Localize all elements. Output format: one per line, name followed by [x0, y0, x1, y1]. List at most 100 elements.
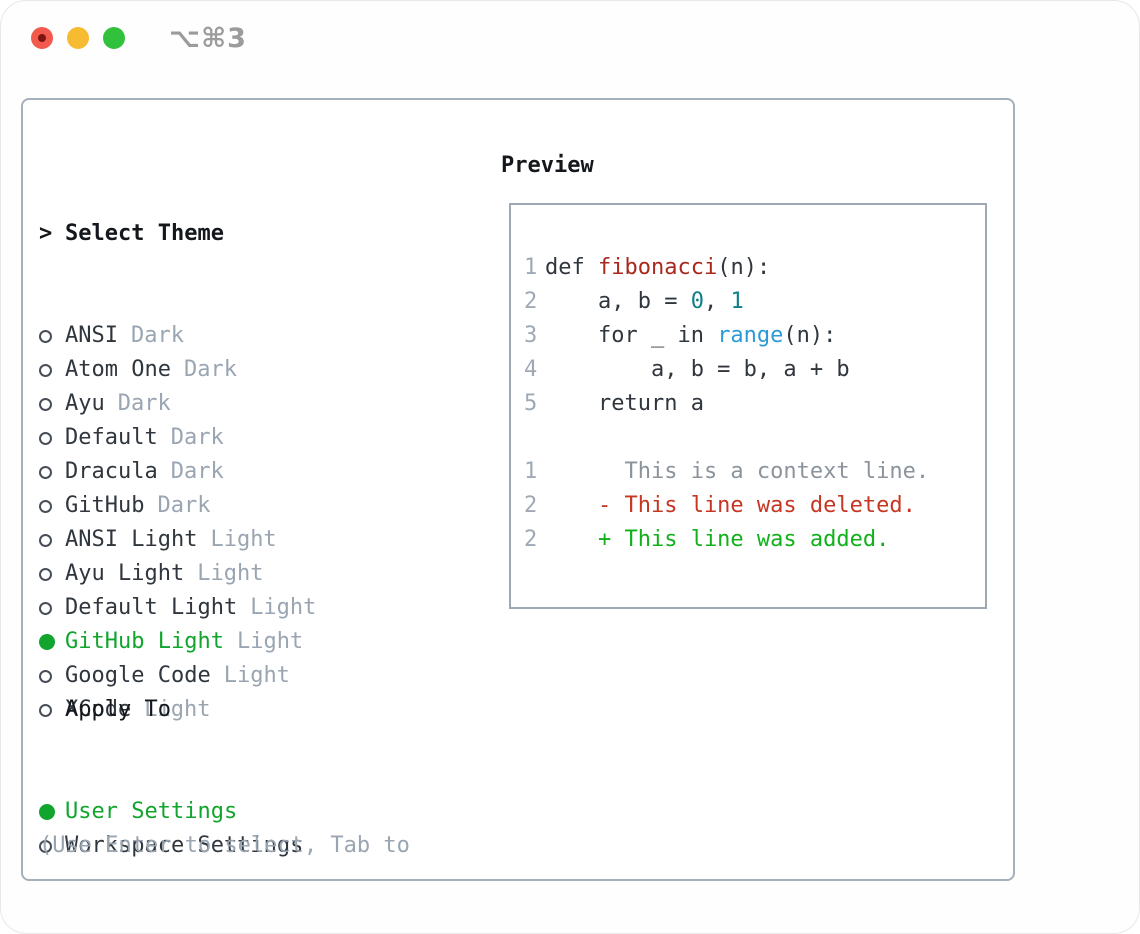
- theme-list-header-row: > Select Theme: [39, 217, 316, 251]
- theme-option-label: Atom One: [65, 357, 171, 382]
- theme-option[interactable]: Dracula Dark: [39, 455, 316, 489]
- theme-variant-badge: Dark: [183, 357, 237, 382]
- radio-selected-icon: [39, 804, 55, 820]
- traffic-lights: [31, 27, 125, 49]
- theme-option[interactable]: Default Dark: [39, 421, 316, 455]
- theme-variant-badge: Light: [250, 595, 317, 620]
- theme-variant-badge: Dark: [170, 459, 224, 484]
- code-token: 1: [730, 289, 744, 314]
- theme-option-label: Ayu Light: [65, 561, 185, 586]
- line-number: 1: [524, 255, 538, 280]
- radio-cell: [39, 669, 65, 683]
- theme-option-label: Ayu: [65, 391, 105, 416]
- radio-cell: [39, 703, 65, 717]
- code-line: 1 This is a context line.: [524, 455, 929, 489]
- radio-unselected-icon: [39, 839, 52, 853]
- radio-selected-icon: [39, 634, 55, 650]
- theme-option-label: Dracula: [65, 459, 158, 484]
- theme-option-label: ANSI Light: [65, 527, 198, 552]
- keyboard-hint: (Use Enter to select, Tab to change focu…: [39, 761, 410, 933]
- radio-cell: [39, 431, 65, 445]
- line-number: 4: [524, 357, 538, 382]
- theme-option[interactable]: ANSI Light Light: [39, 523, 316, 557]
- line-number: [524, 421, 538, 455]
- theme-variant-badge: Light: [144, 697, 211, 722]
- radio-unselected-icon: [39, 669, 52, 683]
- radio-cell: [39, 397, 65, 411]
- code-token: a, b =: [545, 289, 691, 314]
- radio-unselected-icon: [39, 601, 52, 615]
- apply-to-option[interactable]: Workspace Settings: [39, 829, 303, 863]
- zoom-button[interactable]: [103, 27, 125, 49]
- radio-cell: [39, 839, 65, 853]
- code-token: - This line was deleted.: [545, 493, 916, 518]
- window-title: ⌥⌘3: [169, 22, 247, 54]
- line-number: 2: [524, 527, 538, 552]
- theme-option[interactable]: Ayu Light Light: [39, 557, 316, 591]
- theme-option[interactable]: Default Light Light: [39, 591, 316, 625]
- code-line: 5 return a: [524, 387, 929, 421]
- radio-cell: [39, 363, 65, 377]
- radio-cell: [39, 634, 65, 650]
- radio-unselected-icon: [39, 703, 52, 717]
- apply-to-option-label: User Settings: [65, 799, 238, 824]
- preview-title: Preview: [501, 153, 594, 178]
- code-token: range: [717, 323, 784, 348]
- theme-option-label: Google Code: [65, 663, 211, 688]
- prompt-caret: >: [39, 221, 53, 246]
- apply-to-option-label: Workspace Settings: [65, 833, 304, 858]
- theme-option[interactable]: GitHub Light Light: [39, 625, 316, 659]
- code-line: 2 a, b = 0, 1: [524, 285, 929, 319]
- line-number: 2: [524, 493, 538, 518]
- theme-option[interactable]: Ayu Dark: [39, 387, 316, 421]
- radio-unselected-icon: [39, 397, 52, 411]
- apply-to-option[interactable]: User Settings: [39, 795, 303, 829]
- line-number: 5: [524, 391, 538, 416]
- code-token: ,: [703, 289, 731, 314]
- radio-cell: [39, 329, 65, 343]
- theme-option-label: GitHub Light: [65, 629, 224, 654]
- code-line: [524, 421, 929, 455]
- theme-option-label: Default: [65, 425, 158, 450]
- radio-unselected-icon: [39, 329, 52, 343]
- theme-variant-badge: Light: [197, 561, 264, 586]
- apply-to-title: Apply To: [65, 697, 171, 722]
- close-button[interactable]: [31, 27, 53, 49]
- line-number: 1: [524, 459, 538, 484]
- code-token: (n):: [717, 255, 771, 280]
- theme-variant-badge: Light: [236, 629, 304, 654]
- radio-unselected-icon: [39, 431, 52, 445]
- minimize-button[interactable]: [67, 27, 89, 49]
- radio-cell: [39, 804, 65, 820]
- radio-cell: [39, 567, 65, 581]
- code-token: for _ in: [545, 323, 718, 348]
- radio-unselected-icon: [39, 567, 52, 581]
- apply-to-header-row: Apply To: [39, 693, 303, 727]
- theme-variant-badge: Dark: [157, 493, 211, 518]
- radio-unselected-icon: [39, 533, 52, 547]
- code-token: def: [545, 255, 598, 280]
- code-line: 4 a, b = b, a + b: [524, 353, 929, 387]
- theme-option[interactable]: XCode Light: [39, 693, 316, 727]
- theme-option-label: Default Light: [65, 595, 238, 620]
- hint-line: (Use Enter to select, Tab to: [39, 833, 410, 858]
- theme-variant-badge: Light: [210, 527, 277, 552]
- radio-unselected-icon: [39, 499, 52, 513]
- theme-option[interactable]: Atom One Dark: [39, 353, 316, 387]
- theme-option-label: XCode: [65, 697, 132, 722]
- theme-variant-badge: Dark: [170, 425, 224, 450]
- theme-variant-badge: Dark: [117, 391, 171, 416]
- radio-unselected-icon: [39, 363, 52, 377]
- radio-unselected-icon: [39, 465, 52, 479]
